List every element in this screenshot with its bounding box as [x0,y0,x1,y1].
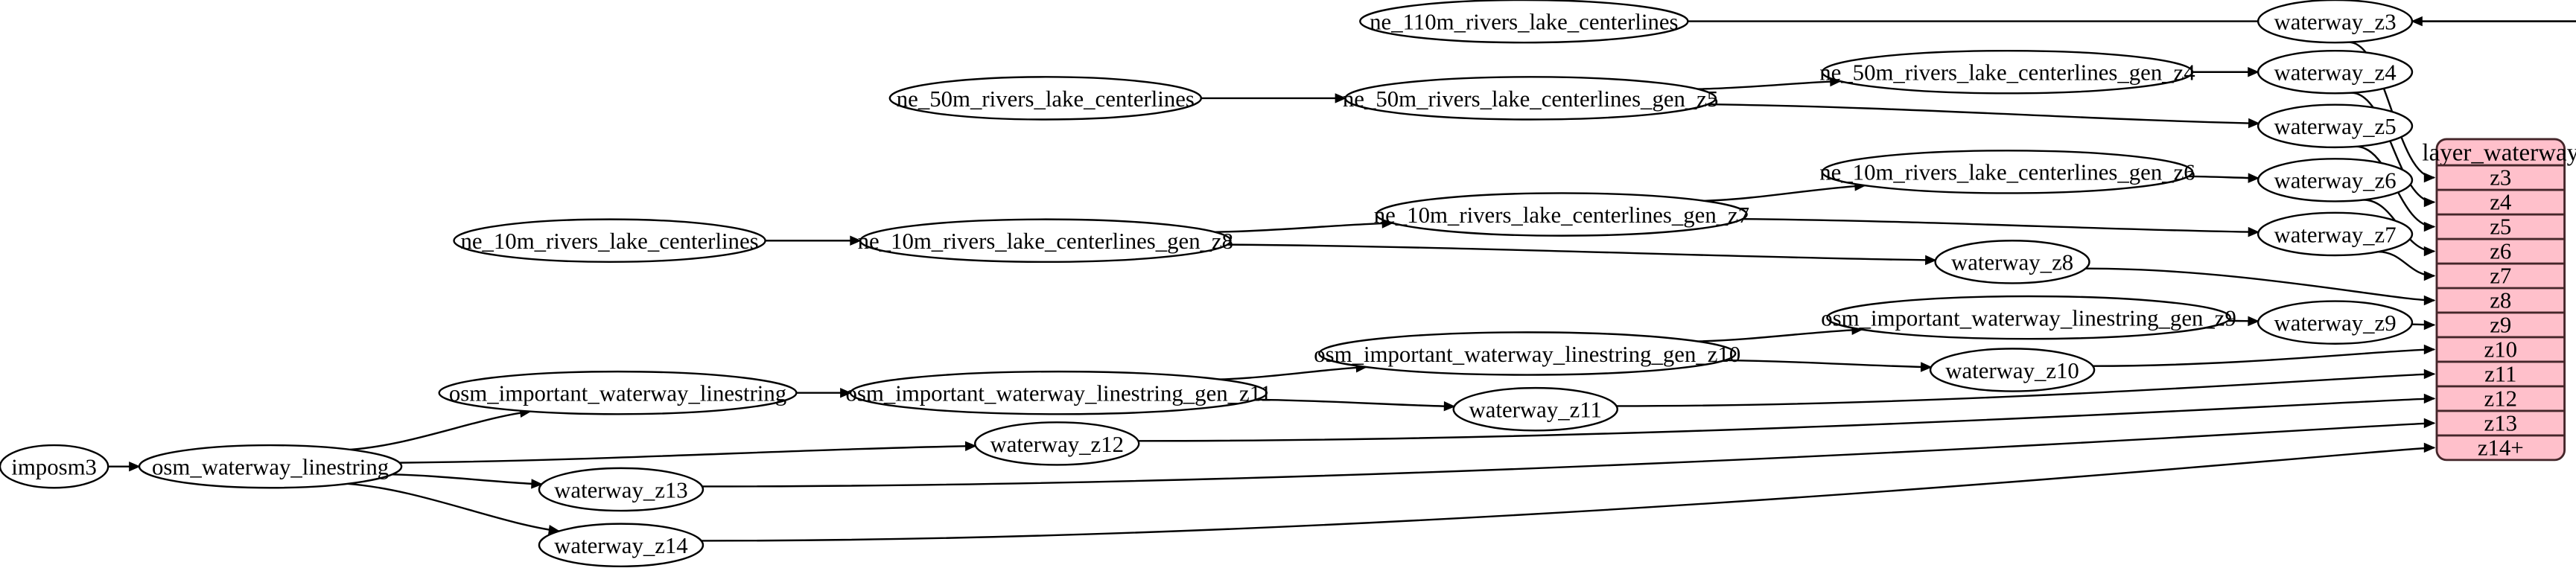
graph-node-waterway_z4[interactable]: waterway_z4 [2257,49,2414,95]
record-row-z3[interactable]: z3 [2490,165,2511,191]
graph-edge-ne_50m_rivers_lake_centerlines--to--ne_50m_rivers_lake_centerlines_gen_z5 [1200,93,1347,103]
graph-edge-waterway_z4--to--layer_waterway:z4 [2351,92,2436,208]
graph-node-label: osm_important_waterway_linestring_gen_z9 [1821,305,2236,331]
graph-node-label: imposm3 [11,455,97,480]
graph-edge-ne_10m_rivers_lake_centerlines_gen_z6--to--waterway_z6 [2188,173,2260,183]
graph-node-waterway_z9[interactable]: waterway_z9 [2257,300,2414,345]
graph-edge-ne_10m_rivers_lake_centerlines_gen_z8--to--ne_10m_rivers_lake_centerlines_gen_z7 [1215,218,1394,233]
graph-node-label: waterway_z3 [2274,9,2396,34]
record-row-z7[interactable]: z7 [2490,264,2511,289]
graph-edge-osm_important_waterway_linestring--to--osm_important_waterway_linestring_gen_z11 [796,388,852,398]
graph-node-label: ne_110m_rivers_lake_centerlines [1370,9,1678,34]
graph-edge-imposm3--to--osm_waterway_linestring [108,461,141,472]
graph-edge-ne_110m_rivers_lake_centerlines_gen_z3--to--waterway_z3 [2411,16,2576,27]
graph-node-ne_50m_rivers_lake_centerlines_gen_z4[interactable]: ne_50m_rivers_lake_centerlines_gen_z4 [1819,49,2195,95]
graph-node-label: ne_50m_rivers_lake_centerlines_gen_z4 [1819,60,2195,86]
record-row-z8[interactable]: z8 [2490,287,2511,313]
edges-layer [108,16,2576,542]
graph-node-ne_50m_rivers_lake_centerlines[interactable]: ne_50m_rivers_lake_centerlines [888,76,1203,121]
record-row-z6[interactable]: z6 [2490,239,2511,264]
graph-edge-ne_10m_rivers_lake_centerlines_gen_z7--to--waterway_z7 [1742,218,2260,237]
graph-edge-ne_10m_rivers_lake_centerlines--to--ne_10m_rivers_lake_centerlines_gen_z8 [765,235,862,246]
graph-node-ne_10m_rivers_lake_centerlines_gen_z8[interactable]: ne_10m_rivers_lake_centerlines_gen_z8 [858,218,1233,264]
graph-edge-ne_50m_rivers_lake_centerlines_gen_z5--to--waterway_z5 [1708,103,2260,129]
graph-node-label: osm_important_waterway_linestring_gen_z1… [846,381,1272,406]
graph-node-label: osm_important_waterway_linestring_gen_z1… [1314,342,1740,367]
graph-node-waterway_z5[interactable]: waterway_z5 [2257,103,2414,149]
graph-node-waterway_z12[interactable]: waterway_z12 [974,421,1140,466]
record-row-z5[interactable]: z5 [2490,214,2511,240]
graph-node-ne_10m_rivers_lake_centerlines_gen_z7[interactable]: ne_10m_rivers_lake_centerlines_gen_z7 [1374,192,1749,237]
graph-node-label: ne_10m_rivers_lake_centerlines_gen_z7 [1374,202,1749,228]
graph-node-label: ne_10m_rivers_lake_centerlines_gen_z6 [1819,160,2195,185]
record-title: layer_waterway [2422,140,2576,167]
graph-edge-waterway_z12--to--layer_waterway:z12 [1138,393,2436,442]
graph-node-ne_50m_rivers_lake_centerlines_gen_z5[interactable]: ne_50m_rivers_lake_centerlines_gen_z5 [1343,76,1718,121]
graph-edge-waterway_z3--to--layer_waterway:z3 [2348,41,2436,183]
graph-node-label: osm_waterway_linestring [152,455,389,480]
graph-node-label: waterway_z8 [1951,250,2073,275]
record-row-z13[interactable]: z13 [2484,410,2517,435]
graph-edge-ne_50m_rivers_lake_centerlines_gen_z4--to--waterway_z4 [2192,67,2259,77]
graph-edge-osm_important_waterway_linestring_gen_z11--to--waterway_z11 [1256,398,1456,412]
graph-node-waterway_z8[interactable]: waterway_z8 [1934,240,2090,284]
graph-node-label: waterway_z4 [2274,60,2396,86]
record-row-z12[interactable]: z12 [2484,386,2517,411]
graph-node-waterway_z13[interactable]: waterway_z13 [538,467,705,512]
graph-node-osm_important_waterway_linestring_gen_z11[interactable]: osm_important_waterway_linestring_gen_z1… [846,370,1272,415]
graph-node-label: waterway_z5 [2274,114,2396,139]
graph-node-label: ne_50m_rivers_lake_centerlines [897,86,1195,112]
graph-edge-osm_waterway_linestring--to--osm_important_waterway_linestring [349,407,532,451]
graph-edge-ne_10m_rivers_lake_centerlines_gen_z8--to--waterway_z8 [1227,243,1937,266]
graph-edge-osm_important_waterway_linestring_gen_z10--to--waterway_z10 [1725,359,1933,372]
graph-node-waterway_z14[interactable]: waterway_z14 [538,523,705,568]
graph-node-label: waterway_z10 [1945,358,2079,383]
graph-node-osm_important_waterway_linestring[interactable]: osm_important_waterway_linestring [438,370,798,415]
graph-node-waterway_z10[interactable]: waterway_z10 [1929,348,2096,392]
graph-edge-osm_important_waterway_linestring_gen_z9--to--waterway_z9 [2227,316,2259,327]
graph-node-osm_waterway_linestring[interactable]: osm_waterway_linestring [138,444,403,489]
record-node-layer-waterway[interactable]: layer_waterwayz3z4z5z6z7z8z9z10z11z12z13… [2422,138,2576,462]
graph-edge-waterway_z9--to--layer_waterway:z9 [2411,319,2436,331]
graph-node-waterway_z7[interactable]: waterway_z7 [2257,211,2414,257]
graph-node-label: waterway_z14 [554,533,688,558]
graph-node-waterway_z6[interactable]: waterway_z6 [2257,158,2414,202]
graph-edge-waterway_z8--to--layer_waterway:z8 [2085,267,2436,306]
graph-node-ne_110m_rivers_lake_centerlines[interactable]: ne_110m_rivers_lake_centerlines [1359,0,1689,44]
graph-node-label: waterway_z9 [2274,310,2396,336]
graph-node-label: waterway_z7 [2274,222,2396,247]
graph-node-label: waterway_z13 [554,477,688,502]
graph-edge-waterway_z11--to--layer_waterway:z11 [1616,368,2436,407]
graph-node-label: waterway_z11 [1469,398,1602,423]
record-row-z14+[interactable]: z14+ [2478,435,2524,460]
graph-node-label: waterway_z12 [990,432,1124,457]
graph-node-ne_10m_rivers_lake_centerlines[interactable]: ne_10m_rivers_lake_centerlines [453,218,766,264]
graph-edge-waterway_z7--to--layer_waterway:z7 [2378,250,2436,281]
graph-edge-osm_waterway_linestring--to--waterway_z13 [392,473,543,489]
graph-node-osm_important_waterway_linestring_gen_z9[interactable]: osm_important_waterway_linestring_gen_z9 [1821,295,2236,340]
graph-edge-waterway_z14--to--layer_waterway:z14+ [701,442,2436,542]
record-node-layer: layer_waterwayz3z4z5z6z7z8z9z10z11z12z13… [2422,138,2576,462]
graph-node-waterway_z3[interactable]: waterway_z3 [2257,0,2414,44]
record-row-z4[interactable]: z4 [2490,190,2511,215]
graph-node-label: osm_important_waterway_linestring [449,381,786,406]
graph-node-label: ne_10m_rivers_lake_centerlines [460,229,758,254]
graph-edge-waterway_z10--to--layer_waterway:z10 [2093,344,2436,367]
graph-node-ne_10m_rivers_lake_centerlines_gen_z6[interactable]: ne_10m_rivers_lake_centerlines_gen_z6 [1819,150,2195,194]
record-row-z10[interactable]: z10 [2484,336,2517,362]
graph-edge-osm_waterway_linestring--to--waterway_z12 [399,441,977,464]
graph-node-waterway_z11[interactable]: waterway_z11 [1452,386,1618,432]
record-row-z9[interactable]: z9 [2490,312,2511,337]
graph-node-label: ne_50m_rivers_lake_centerlines_gen_z5 [1343,86,1718,112]
graph-node-imposm3[interactable]: imposm3 [0,444,109,489]
graph-node-label: waterway_z6 [2274,168,2396,194]
record-row-z11[interactable]: z11 [2484,361,2516,386]
graph-node-label: ne_10m_rivers_lake_centerlines_gen_z8 [858,229,1233,254]
graph-edge-osm_waterway_linestring--to--waterway_z14 [347,482,561,535]
graph-node-osm_important_waterway_linestring_gen_z10[interactable]: osm_important_waterway_linestring_gen_z1… [1314,331,1740,376]
graph-edge-waterway_z13--to--layer_waterway:z13 [702,418,2436,488]
